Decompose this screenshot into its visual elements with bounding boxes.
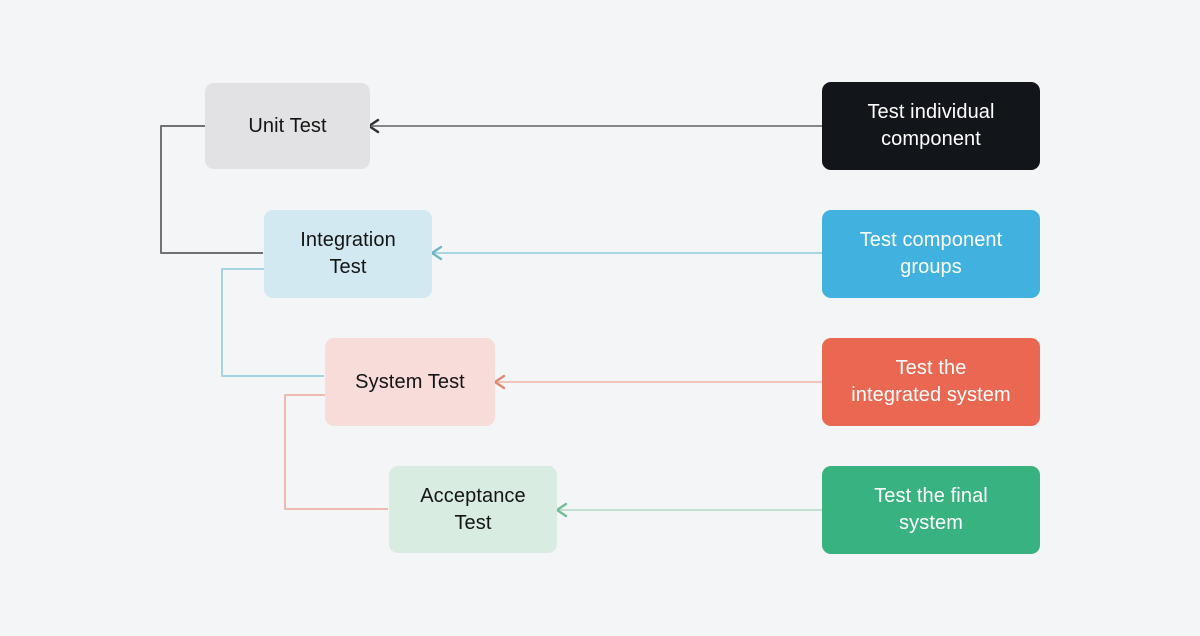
node-system-test-description: Test the integrated system: [822, 338, 1040, 426]
node-label-line: Test: [454, 511, 492, 534]
node-acceptance-test: Acceptance Test: [389, 466, 557, 553]
arrow-integration-from-desc-arrowhead-icon: [430, 245, 443, 261]
node-label-line: Test the: [895, 357, 967, 379]
node-label-line: Integration: [300, 229, 396, 251]
node-unit-test-description: Test individual component: [822, 82, 1040, 170]
node-label-line: component: [881, 128, 981, 150]
elbow-unit-to-integration-line: [160, 125, 263, 254]
node-label-line: Test: [329, 256, 367, 278]
elbow-system-to-acceptance-line: [284, 394, 388, 510]
arrow-acceptance-from-desc-arrowhead-icon: [555, 502, 568, 518]
node-label-line: Test the final: [874, 485, 988, 507]
arrow-system-from-desc-arrowhead-icon: [493, 374, 506, 390]
node-label-line: integrated system: [851, 384, 1011, 406]
node-integration-test-description: Test component groups: [822, 210, 1040, 298]
node-integration-test: Integration Test: [264, 210, 432, 298]
node-label-line: Test component: [859, 229, 1003, 251]
node-label-line: Unit Test: [248, 114, 327, 137]
node-label-line: System Test: [355, 370, 465, 393]
node-acceptance-test-description: Test the final system: [822, 466, 1040, 554]
node-system-test: System Test: [325, 338, 495, 426]
node-label-line: groups: [900, 256, 962, 278]
node-label-line: Acceptance: [420, 484, 526, 507]
node-label-line: system: [899, 512, 963, 534]
node-label-line: Test individual: [867, 101, 995, 123]
node-unit-test: Unit Test: [205, 83, 370, 169]
elbow-integration-to-system-line: [221, 268, 324, 377]
